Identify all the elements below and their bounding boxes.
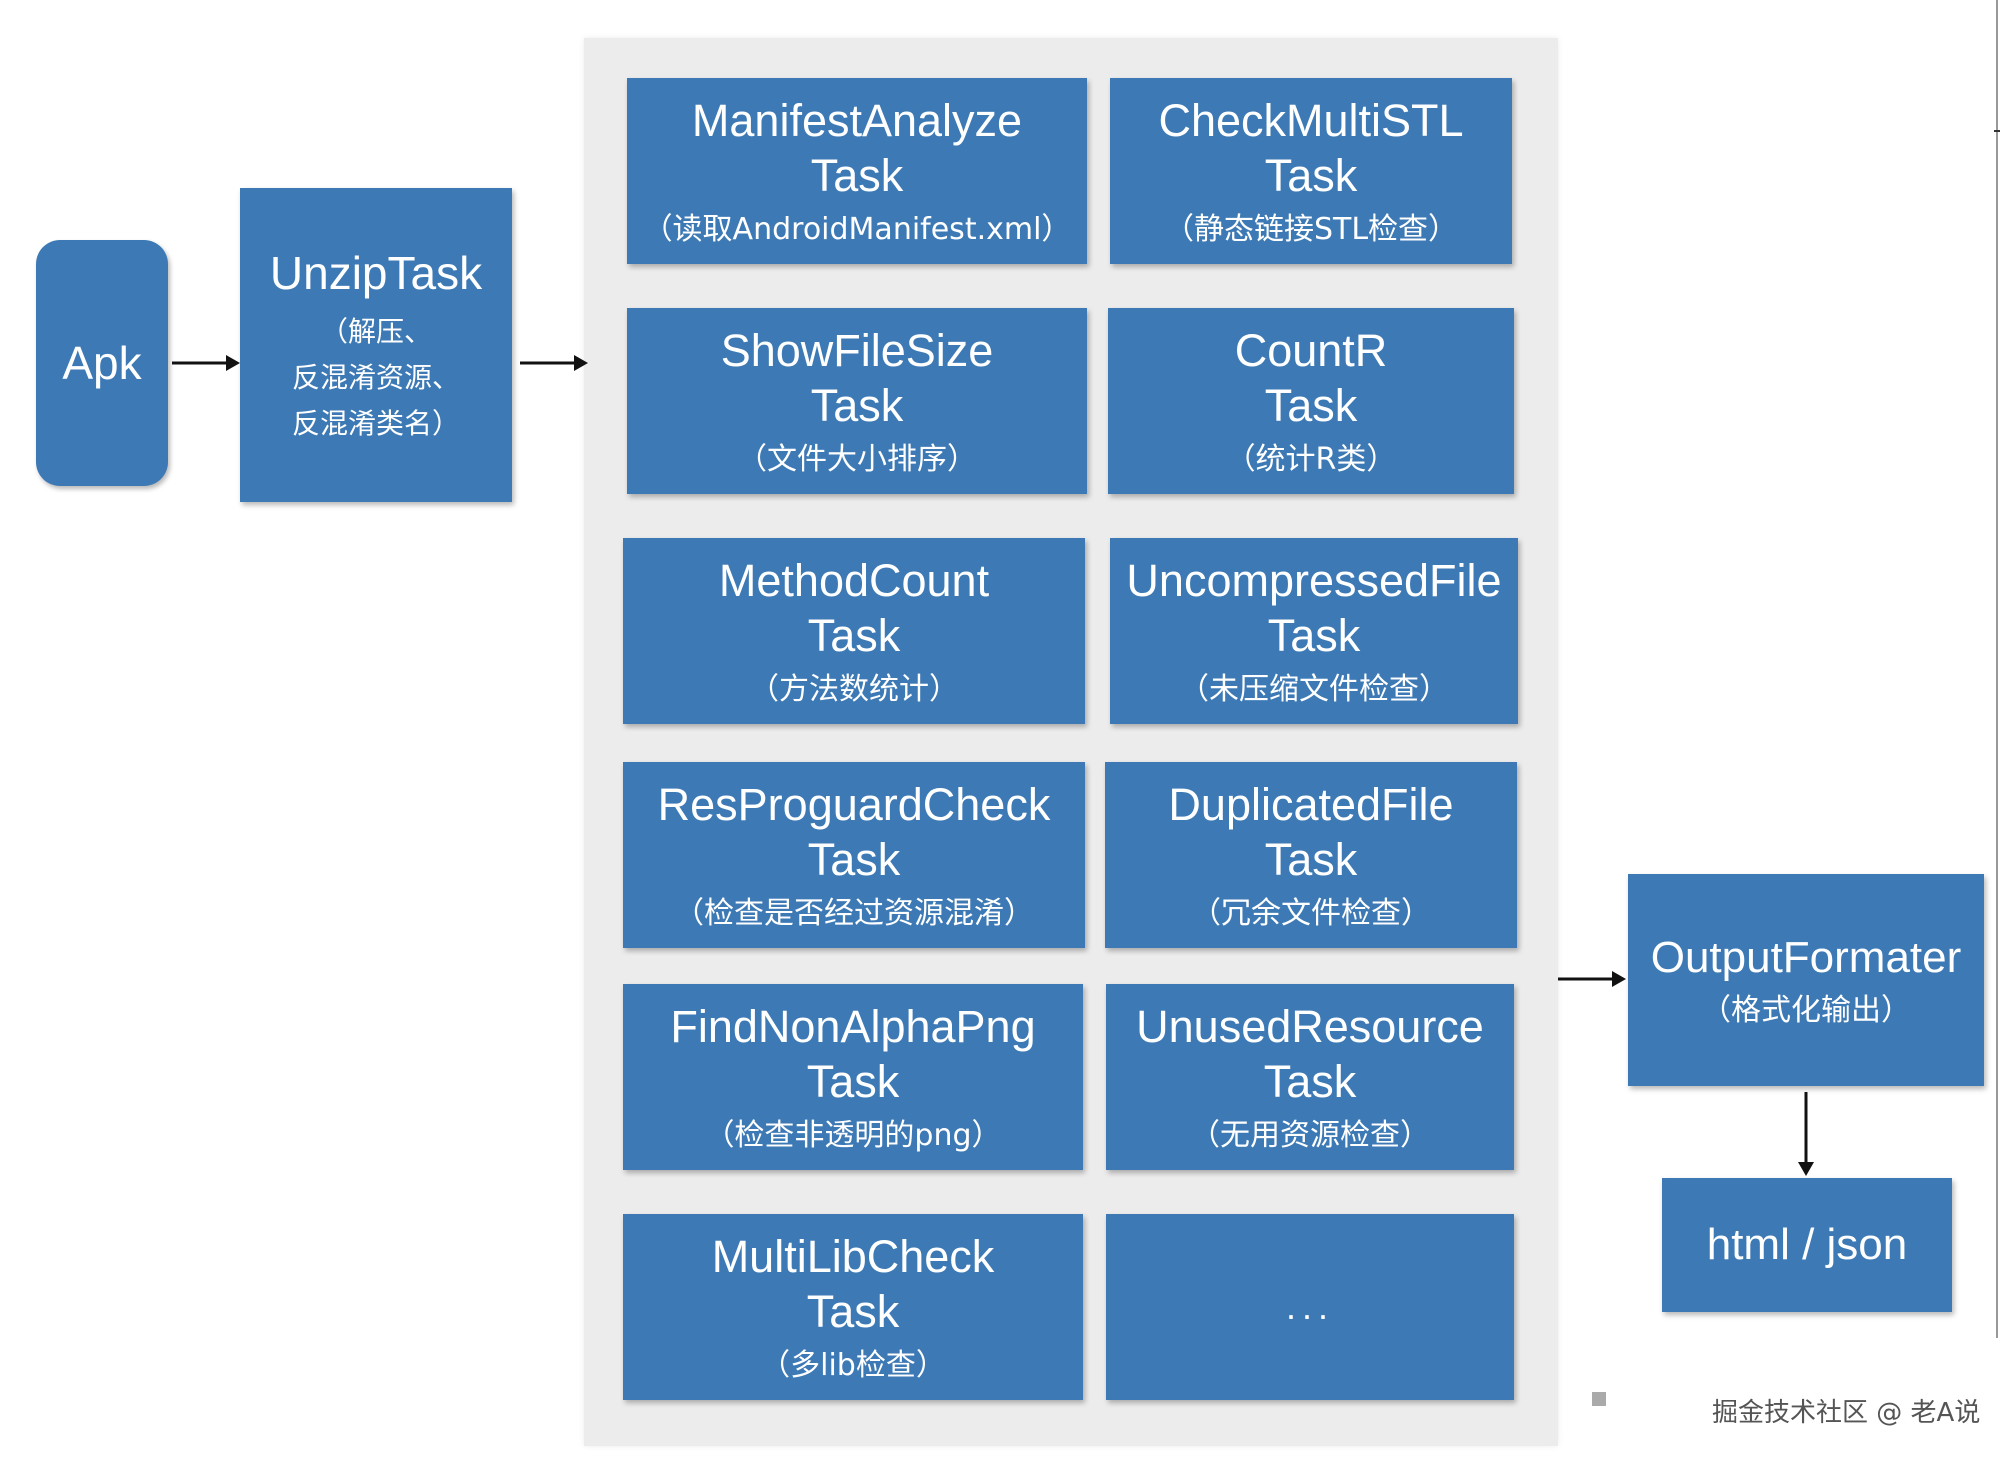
task-title-suffix: Task — [1264, 833, 1358, 885]
right-edge-tick — [1994, 130, 2000, 132]
task-uncompressed-file: UncompressedFile Task （未压缩文件检查） — [1110, 538, 1518, 724]
task-title: UnusedResource — [1136, 1000, 1484, 1052]
task-description: （文件大小排序） — [737, 441, 977, 477]
task-description: （统计R类） — [1225, 441, 1397, 477]
task-title-suffix: Task — [1264, 149, 1358, 201]
task-title-suffix: Task — [1264, 379, 1358, 431]
task-description: （检查非透明的png） — [704, 1117, 1002, 1153]
html-json-label: html / json — [1706, 1220, 1908, 1270]
task-title-suffix: Task — [807, 833, 901, 885]
task-title: ShowFileSize — [720, 324, 994, 376]
watermark: 掘金技术社区 @ 老A说 — [1712, 1398, 1981, 1428]
unzip-task-node: UnzipTask （解压、 反混淆资源、 反混淆类名） — [240, 188, 512, 502]
task-description: （方法数统计） — [749, 671, 959, 707]
task-duplicated-file: DuplicatedFile Task （冗余文件检查） — [1105, 762, 1517, 948]
arrow-output-to-result — [1798, 1092, 1814, 1176]
task-check-multi-stl: CheckMultiSTL Task （静态链接STL检查） — [1110, 78, 1512, 264]
unzip-task-sub-3: 反混淆类名） — [291, 407, 460, 441]
task-title-suffix: Task — [1267, 609, 1361, 661]
task-description: （无用资源检查） — [1190, 1117, 1430, 1153]
task-title: MethodCount — [718, 554, 990, 606]
task-title: MultiLibCheck — [711, 1230, 995, 1282]
apk-label: Apk — [62, 336, 142, 389]
task-description: （读取AndroidManifest.xml） — [642, 211, 1072, 247]
task-unused-resource: UnusedResource Task （无用资源检查） — [1106, 984, 1514, 1170]
html-json-node: html / json — [1662, 1178, 1952, 1312]
unzip-task-sub-1: （解压、 — [319, 315, 432, 349]
task-title: CountR — [1234, 324, 1388, 376]
tasks-panel — [584, 38, 1558, 1446]
task-description: （冗余文件检查） — [1191, 895, 1431, 931]
unzip-task-sub-2: 反混淆资源、 — [291, 361, 460, 395]
decorative-square — [1592, 1392, 1606, 1406]
right-edge-line — [1996, 0, 1998, 1338]
task-title: ManifestAnalyze — [691, 94, 1023, 146]
arrow-apk-to-unzip — [172, 355, 240, 371]
output-formater-title: OutputFormater — [1650, 932, 1962, 982]
task-description: （静态链接STL检查） — [1163, 211, 1459, 247]
unzip-task-title: UnzipTask — [269, 246, 483, 299]
task-find-non-alpha-png: FindNonAlphaPng Task （检查非透明的png） — [623, 984, 1083, 1170]
task-title: FindNonAlphaPng — [670, 1000, 1036, 1052]
task-title-suffix: Task — [807, 609, 901, 661]
arrow-unzip-to-tasks — [520, 355, 588, 371]
task-title-suffix: Task — [806, 1285, 900, 1337]
task-title-suffix: Task — [810, 379, 904, 431]
apk-node: Apk — [36, 240, 168, 486]
output-formater-sub: （格式化输出） — [1701, 992, 1911, 1028]
task-title: CheckMultiSTL — [1158, 94, 1464, 146]
task-description: （检查是否经过资源混淆） — [674, 895, 1034, 931]
task-manifest-analyze: ManifestAnalyze Task （读取AndroidManifest.… — [627, 78, 1087, 264]
task-description: （未压缩文件检查） — [1179, 671, 1449, 707]
task-method-count: MethodCount Task （方法数统计） — [623, 538, 1085, 724]
ellipsis-label: ... — [1285, 1286, 1334, 1328]
task-title: UncompressedFile — [1126, 554, 1502, 606]
task-more-ellipsis: ... — [1106, 1214, 1514, 1400]
task-title: DuplicatedFile — [1168, 778, 1454, 830]
task-multi-lib-check: MultiLibCheck Task （多lib检查） — [623, 1214, 1083, 1400]
task-title: ResProguardCheck — [657, 778, 1051, 830]
task-description: （多lib检查） — [760, 1347, 946, 1383]
arrow-tasks-to-output — [1558, 971, 1626, 987]
task-title-suffix: Task — [810, 149, 904, 201]
task-count-r: CountR Task （统计R类） — [1108, 308, 1514, 494]
task-title-suffix: Task — [806, 1055, 900, 1107]
task-res-proguard-check: ResProguardCheck Task （检查是否经过资源混淆） — [623, 762, 1085, 948]
task-title-suffix: Task — [1263, 1055, 1357, 1107]
task-show-file-size: ShowFileSize Task （文件大小排序） — [627, 308, 1087, 494]
output-formater-node: OutputFormater （格式化输出） — [1628, 874, 1984, 1086]
